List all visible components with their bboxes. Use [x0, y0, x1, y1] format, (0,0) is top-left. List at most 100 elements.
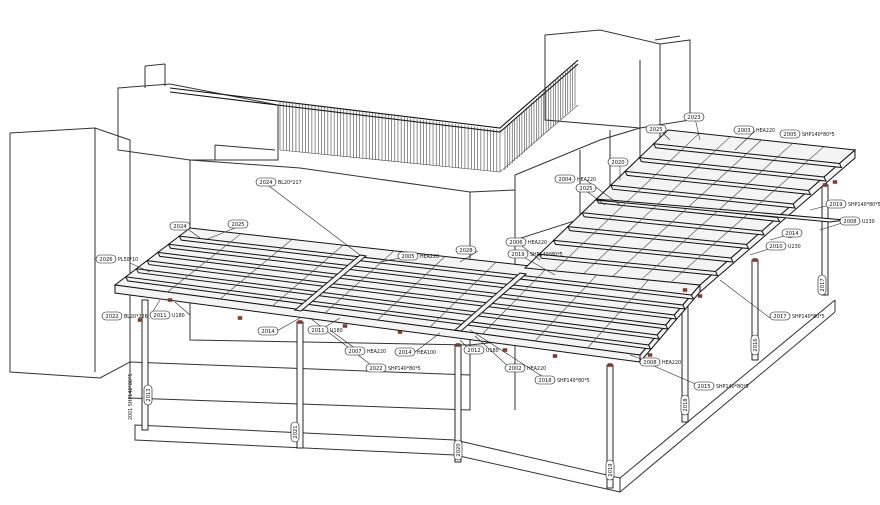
callout-id-oval: [825, 199, 847, 209]
callout-profile: SHP140*80*5: [388, 366, 421, 372]
callout-profile: U230: [862, 219, 875, 225]
cross-joist: [587, 279, 650, 349]
column-mark-id: 2020: [456, 443, 462, 456]
callout-tag: 2025: [575, 183, 597, 193]
column-mark: 2017: [817, 274, 827, 296]
callout-profile: HEA220: [528, 240, 547, 246]
callout-profile: U230: [788, 244, 801, 250]
callout-id: 2014: [785, 231, 799, 237]
cross-joist: [534, 273, 599, 342]
base-plate: [167, 298, 173, 302]
columns: [141, 184, 829, 489]
column-mark-oval: [453, 439, 463, 461]
rear-left-wall: [117, 83, 279, 161]
callout-profile: HEA220: [577, 177, 596, 183]
callout-id-oval: [504, 363, 526, 373]
callout-id: 2028: [459, 248, 472, 254]
callout-id: 2024: [259, 180, 273, 186]
base-plate: [752, 258, 758, 262]
callout-id-oval: [575, 183, 597, 193]
callout-id: 2006: [509, 240, 522, 246]
callout-id-oval: [505, 237, 527, 247]
callout-id-oval: [95, 254, 117, 264]
column-mark-id: 2013: [146, 388, 152, 401]
callout-id-oval: [769, 311, 791, 321]
column-mark-oval: [605, 459, 615, 481]
callout-tag: 2023: [683, 112, 705, 122]
callout-profile: HEA220: [420, 254, 439, 260]
base-plate: [137, 318, 143, 322]
column-mark-id: 2019: [608, 463, 614, 476]
main-beam-2007: [293, 254, 368, 312]
callout-id-oval: [307, 325, 329, 335]
callout-id: 2025: [579, 186, 592, 192]
cross-joist: [482, 267, 548, 335]
callout-profile: SHP140*80*5: [848, 202, 880, 208]
lower-wall-face: [129, 361, 471, 411]
joist: [124, 276, 652, 350]
callout-id: 2005: [783, 132, 796, 138]
callout-profile: HEA220: [527, 366, 546, 372]
callout-id-oval: [733, 125, 755, 135]
callout-id: 2012: [467, 348, 480, 354]
column-mark: 2020: [453, 439, 463, 461]
callout-profile: PL50*10: [118, 257, 138, 263]
callout-profile: HEA220: [756, 128, 775, 134]
cross-joist: [429, 261, 497, 328]
callout-profile: SHP140*80*5: [792, 314, 825, 320]
callout-id-oval: [101, 311, 123, 321]
callout-id: 2014: [398, 350, 412, 356]
callout-id-oval: [394, 347, 416, 357]
base-plate: [822, 183, 828, 187]
callout-profile: SHP140*80*5: [530, 252, 563, 258]
callout-tag: 2014 HEA100: [394, 347, 436, 357]
callout-id-oval: [397, 251, 419, 261]
cross-joist: [324, 250, 395, 314]
callout-profile: HEA100: [417, 350, 436, 356]
callout-profile: HEA220: [367, 349, 386, 355]
callout-id: 2008: [643, 360, 656, 366]
callout-tag: 2004 HEA220: [554, 174, 596, 184]
base-plate: [697, 294, 703, 298]
rear-right-tower: [544, 29, 691, 129]
callout-id: 2002: [508, 366, 521, 372]
callout-profile: SHP140*80*5: [557, 378, 590, 384]
callout-id-oval: [683, 112, 705, 122]
callout-id-oval: [645, 124, 667, 134]
column-mark-oval: [680, 394, 690, 416]
callout-id-oval: [534, 375, 556, 385]
callout-profile: U180: [330, 328, 343, 334]
base-plate: [297, 320, 303, 324]
cross-joist: [219, 239, 293, 300]
callout-id-oval: [463, 345, 485, 355]
column-mark-oval: [750, 334, 760, 356]
base-plate: [397, 330, 403, 334]
base-plate: [682, 288, 688, 292]
callout-id-oval: [255, 177, 277, 187]
callout-id: 2025: [649, 127, 662, 133]
column: [141, 299, 149, 431]
column-mark: 2016: [750, 334, 760, 356]
base-plate: [607, 363, 613, 367]
callout-tag: 2028: [455, 245, 477, 255]
callout-id: 2015: [697, 384, 710, 390]
callout-profile: BL20*217: [278, 180, 302, 186]
callout-profile: SHP140*80*5: [802, 132, 835, 138]
callout-id: 2004: [558, 177, 572, 183]
right-deck-frame: [523, 129, 857, 294]
callout-id-oval: [693, 381, 715, 391]
left-wall-block: [9, 127, 131, 379]
side-profile-label: 2001 SHP140*80*5: [128, 374, 134, 420]
callout-id: 2018: [538, 378, 551, 384]
